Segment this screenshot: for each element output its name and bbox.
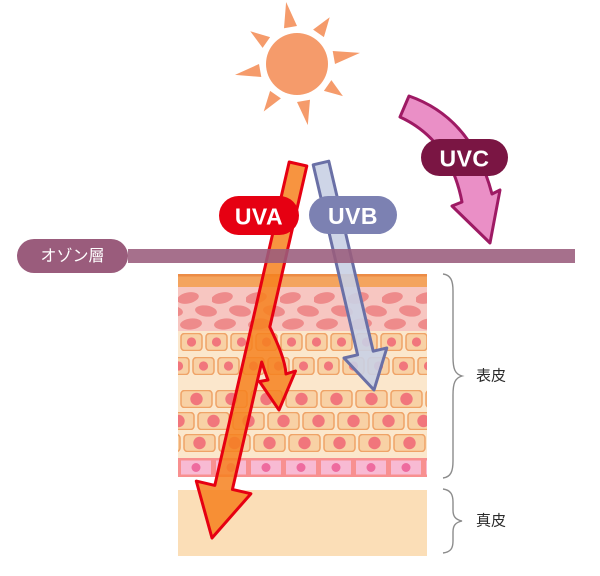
- sun-ray: [332, 51, 360, 64]
- sun-ray: [250, 31, 271, 48]
- cell-row: [178, 333, 427, 351]
- uvc-label-pill: [421, 139, 508, 176]
- epidermis-label: 表皮: [476, 368, 506, 385]
- sun-icon: [235, 2, 360, 126]
- uva-label: UVA: [235, 204, 283, 230]
- sun-ray: [263, 90, 281, 112]
- uvc-arrow: [398, 94, 502, 245]
- cell-row: [178, 357, 427, 375]
- dermis-label: 真皮: [476, 512, 506, 530]
- stratum-corneum: [178, 274, 427, 287]
- sun-ray: [235, 64, 262, 77]
- uva-label-pill: [219, 196, 299, 235]
- stratum-corneum-edge: [178, 274, 427, 277]
- cell-row: [178, 390, 427, 408]
- uvc-label: UVC: [439, 146, 489, 172]
- ozone-label-pill: [17, 239, 128, 273]
- uvb-label-pill: [309, 196, 397, 234]
- sun-ray: [284, 2, 297, 29]
- sun-ray: [323, 80, 343, 97]
- cell-row: [178, 412, 427, 430]
- sun-ray: [313, 17, 330, 38]
- uvb-label: UVB: [328, 203, 378, 229]
- basal-layer: [178, 458, 427, 477]
- ozone-label: オゾン層: [40, 247, 104, 265]
- oval-cell-band-cells: [178, 287, 427, 331]
- cell-row: [178, 434, 427, 452]
- sun-disc: [266, 33, 328, 95]
- dermis-brace: [442, 488, 463, 554]
- ozone-layer-bar: [128, 249, 575, 263]
- epidermis-brace: [442, 273, 465, 479]
- sun-ray: [297, 99, 310, 126]
